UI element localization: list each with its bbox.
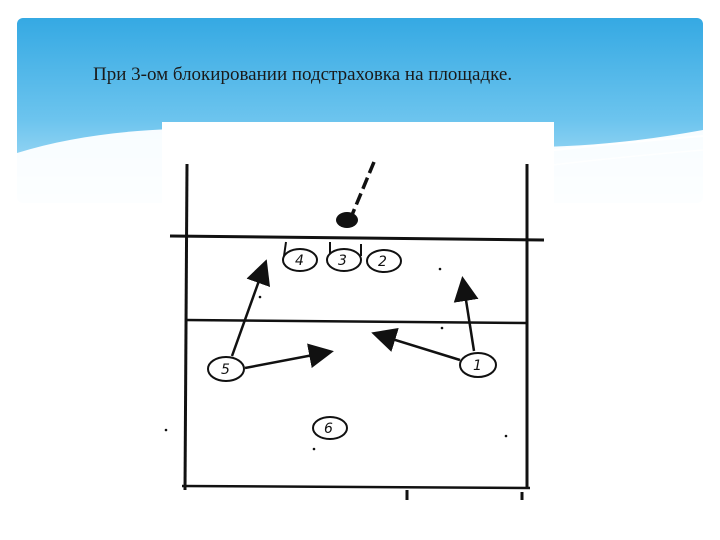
attack-line bbox=[184, 318, 528, 325]
player-4: 4 bbox=[282, 248, 318, 272]
volleyball-icon bbox=[336, 212, 358, 228]
ink-dot bbox=[258, 295, 262, 299]
player-label: 6 bbox=[324, 421, 333, 437]
ink-dot bbox=[312, 447, 316, 451]
court-left-line bbox=[183, 163, 189, 491]
blocker-hand-mark bbox=[283, 241, 287, 257]
movement-arrow bbox=[244, 343, 334, 370]
ink-dot bbox=[440, 326, 444, 330]
movement-arrow bbox=[230, 259, 271, 357]
end-line bbox=[181, 484, 531, 490]
player-6: 6 bbox=[312, 416, 348, 440]
player-label: 5 bbox=[221, 362, 230, 378]
movement-arrow bbox=[453, 276, 479, 352]
player-2: 2 bbox=[366, 249, 402, 273]
ink-dot bbox=[164, 428, 168, 432]
slide-title: При 3-ом блокировании подстраховка на пл… bbox=[93, 64, 513, 85]
ink-dot bbox=[504, 434, 508, 438]
ink-dot bbox=[438, 267, 442, 271]
net-line bbox=[169, 234, 545, 242]
dashed-arrow-icon bbox=[350, 161, 376, 216]
movement-arrow bbox=[371, 327, 461, 362]
player-label: 4 bbox=[295, 253, 304, 269]
player-5: 5 bbox=[207, 356, 245, 382]
player-3: 3 bbox=[326, 248, 362, 272]
player-label: 1 bbox=[473, 358, 482, 374]
court-panel: 4 3 2 5 1 6 bbox=[162, 122, 554, 512]
player-label: 3 bbox=[338, 253, 347, 269]
volleyball-court-diagram: 4 3 2 5 1 6 bbox=[164, 161, 545, 500]
player-1: 1 bbox=[459, 352, 497, 378]
player-label: 2 bbox=[378, 254, 387, 270]
